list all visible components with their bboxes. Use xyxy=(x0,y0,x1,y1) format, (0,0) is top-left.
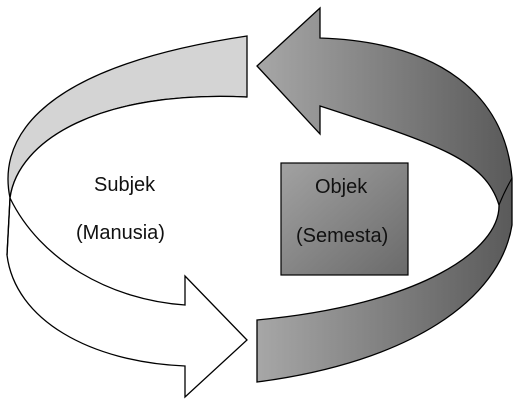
right-arrow-fold xyxy=(498,177,513,206)
objek-label: Objek xyxy=(315,176,368,198)
right-curved-arrow xyxy=(256,6,513,383)
subjek-label: Subjek xyxy=(94,174,156,196)
manusia-label: (Manusia) xyxy=(76,222,165,244)
left-curved-arrow xyxy=(6,35,248,399)
objek-box xyxy=(280,162,409,276)
right-arrow-body xyxy=(256,6,513,383)
left-arrow-outline xyxy=(6,197,11,256)
semesta-label: (Semesta) xyxy=(296,225,389,247)
left-arrow-body xyxy=(6,95,248,399)
